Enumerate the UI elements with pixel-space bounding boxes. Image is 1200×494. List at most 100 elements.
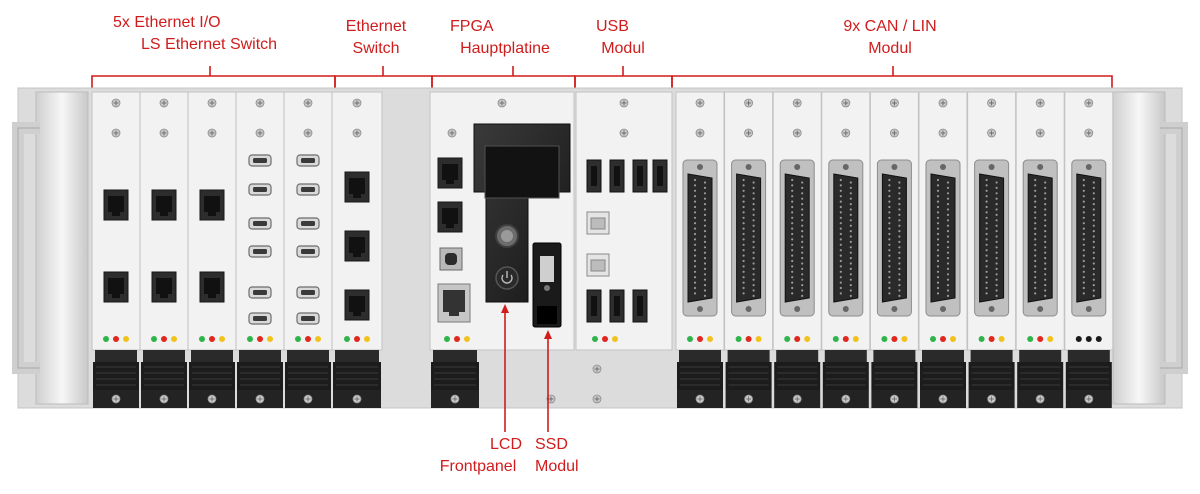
label-ssd-line1: SSD [535, 436, 568, 453]
screw-icon [744, 394, 753, 404]
label-bracket [91, 66, 336, 88]
label-ethernet-io-line2: LS Ethernet Switch [141, 36, 278, 53]
status-leds [444, 336, 470, 342]
screw-icon [619, 98, 629, 108]
data-port-icon [248, 286, 272, 299]
screw-icon [1084, 394, 1094, 404]
lcd-pointer-arrow [501, 304, 509, 432]
screw-icon [255, 98, 265, 108]
lcd-display [484, 145, 560, 199]
ethernet-port-icon [199, 189, 225, 221]
dsub-connector-icon [682, 159, 718, 317]
screw-icon [546, 394, 556, 404]
usb-b-port-icon [586, 211, 610, 235]
module-latch [93, 350, 139, 408]
module-latch [237, 350, 283, 408]
screw-icon [159, 128, 169, 138]
ethernet-port-icon [103, 189, 129, 221]
screw-icon [792, 128, 802, 138]
label-fpga-line2: Hauptplatine [460, 40, 550, 57]
ethernet-port-icon [437, 201, 463, 233]
label-bracket [334, 66, 433, 88]
screw-icon [1035, 128, 1045, 138]
data-port-icon [248, 183, 272, 196]
data-port-icon [296, 286, 320, 299]
usb-a-port-icon [632, 159, 648, 193]
screw-icon [352, 394, 362, 404]
label-ethernet-switch-line1: Ethernet [345, 18, 407, 35]
screw-icon [497, 98, 507, 108]
label-usb: USB Modul [583, 16, 663, 60]
screw-icon [744, 128, 753, 138]
right-rack-ear [1112, 91, 1166, 405]
screw-icon [695, 98, 705, 108]
ethernet-switch-module [331, 91, 383, 408]
label-can-lin-line2: Modul [868, 40, 912, 57]
screw-icon [352, 98, 362, 108]
ethernet-port-icon [151, 189, 177, 221]
ethernet-port-icon [199, 271, 225, 303]
data-port-icon [296, 312, 320, 325]
label-can-lin: 9x CAN / LIN Modul [820, 16, 960, 60]
data-port-icon [296, 183, 320, 196]
module-latch [871, 350, 918, 408]
module-latch [141, 350, 187, 408]
usb-a-port-icon [632, 289, 648, 323]
screw-icon [207, 98, 217, 108]
dsub-connector-icon [828, 159, 864, 317]
ethernet-port-icon [151, 271, 177, 303]
usb-b-port-icon [586, 253, 610, 277]
usb-a-port-icon [586, 159, 602, 193]
ethernet-port-icon [344, 230, 370, 262]
module-latch [677, 350, 723, 408]
status-leds [784, 336, 811, 342]
status-leds [832, 336, 859, 342]
screw-icon [303, 98, 313, 108]
screw-icon [695, 128, 705, 138]
data-port-icon [296, 245, 320, 258]
module-latch [189, 350, 235, 408]
status-leds [344, 336, 370, 342]
usb-a-port-icon [609, 159, 625, 193]
status-leds [1075, 336, 1102, 342]
status-leds [930, 336, 956, 342]
status-leds [295, 336, 321, 342]
status-leds [103, 336, 129, 342]
screw-icon [111, 98, 121, 108]
ethernet-port-icon [437, 283, 471, 323]
data-port-icon [248, 217, 272, 230]
label-ssd-line2: Modul [535, 458, 579, 475]
can-lin-module [675, 91, 725, 408]
label-usb-line1: USB [596, 18, 629, 35]
status-leds [687, 336, 713, 342]
screw-icon [1084, 98, 1094, 108]
dsub-connector-icon [731, 159, 767, 317]
ssd-pointer-arrow [544, 330, 552, 432]
screw-icon [447, 128, 457, 138]
ethernet-io-module [235, 91, 285, 408]
screw-icon [938, 128, 948, 138]
screw-icon [255, 394, 265, 404]
screw-icon [938, 98, 948, 108]
can-lin-module [967, 91, 1017, 408]
screw-icon [207, 128, 217, 138]
screw-icon [938, 394, 948, 404]
label-usb-line2: Modul [601, 40, 645, 57]
screw-icon [111, 394, 121, 404]
screw-icon [890, 128, 899, 138]
module-latch [285, 350, 331, 408]
screw-icon [792, 98, 802, 108]
label-ssd: SSD Modul [535, 434, 579, 478]
ethernet-port-icon [344, 171, 370, 203]
module-latch [774, 350, 821, 408]
screw-icon [352, 128, 362, 138]
label-fpga-line1: FPGA [450, 18, 494, 35]
screw-icon [619, 128, 629, 138]
can-lin-module [772, 91, 822, 408]
label-lcd-line2: Frontpanel [439, 458, 517, 475]
screw-icon [987, 128, 996, 138]
dsub-connector-icon [1022, 159, 1058, 317]
screw-icon [744, 98, 753, 108]
can-lin-module [1064, 91, 1114, 408]
